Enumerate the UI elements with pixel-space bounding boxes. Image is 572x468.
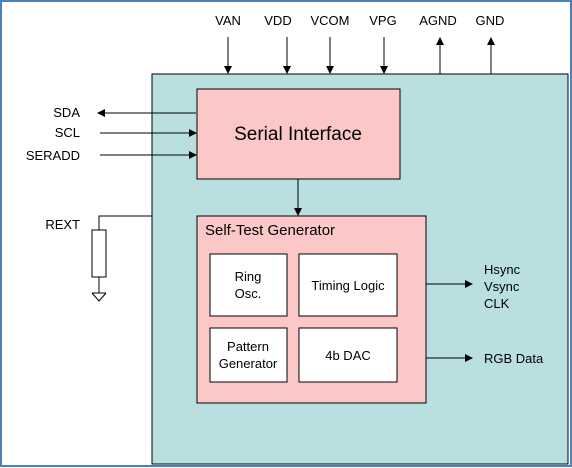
pin-sda-label: SDA	[53, 105, 80, 120]
ground-icon	[91, 292, 107, 302]
pin-rext-label: REXT	[45, 217, 80, 232]
pin-vpg-label: VPG	[369, 13, 396, 28]
timing-logic-label: Timing Logic	[311, 278, 385, 293]
serial-interface-label: Serial Interface	[234, 124, 362, 145]
pin-seradd-label: SERADD	[26, 148, 80, 163]
pin-gnd-label: GND	[476, 13, 505, 28]
dac-block	[298, 327, 398, 383]
rext-resistor	[91, 215, 152, 293]
output-hsync-label: Hsync	[484, 262, 521, 277]
output-vsync-label: Vsync	[484, 279, 520, 294]
ring-osc-label-line2: Osc.	[235, 286, 262, 301]
pattern-generator-block	[209, 327, 288, 383]
pin-van-label: VAN	[215, 13, 241, 28]
pin-vcom-label: VCOM	[311, 13, 350, 28]
ring-osc-label-line1: Ring	[235, 269, 262, 284]
timing-logic-block	[298, 253, 398, 317]
pin-scl-label: SCL	[55, 125, 80, 140]
dac-label: 4b DAC	[325, 348, 371, 363]
pin-agnd-label: AGND	[419, 13, 457, 28]
ring-osc-block	[209, 253, 288, 317]
pattern-generator-label-line2: Generator	[219, 356, 278, 371]
output-clk-label: CLK	[484, 296, 510, 311]
self-test-generator-label: Self-Test Generator	[205, 222, 335, 239]
output-rgb-data-label: RGB Data	[484, 351, 544, 366]
pattern-generator-label-line1: Pattern	[227, 339, 269, 354]
serial-interface-block	[196, 88, 401, 180]
pin-vdd-label: VDD	[264, 13, 291, 28]
